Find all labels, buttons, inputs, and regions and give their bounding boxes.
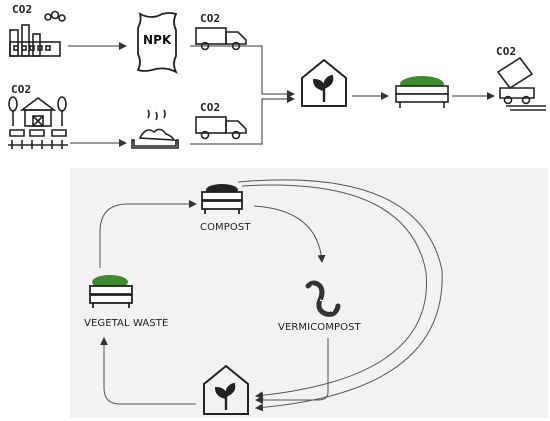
farm-icon — [8, 96, 68, 149]
co2-label-factory: CO2 — [12, 3, 33, 16]
compost-heap-icon — [131, 109, 179, 149]
greenhouse-icon — [301, 58, 347, 107]
vegetal-waste-label: VEGETAL WASTE — [84, 318, 169, 329]
co2-label-dump-truck: CO2 — [496, 45, 517, 58]
dump-truck-icon — [496, 56, 546, 111]
top-flow-arrows — [68, 42, 495, 147]
npk-label: NPK — [143, 33, 172, 47]
cycle-panel — [70, 168, 548, 418]
npk-sack-icon — [136, 12, 179, 75]
planter-crate-icon — [395, 76, 449, 108]
cycle-arrows — [99, 179, 443, 412]
co2-label-farm: CO2 — [11, 83, 32, 96]
worm-ribbing — [311, 284, 334, 313]
co2-label-truck-1: CO2 — [200, 12, 221, 25]
co2-label-truck-2: CO2 — [200, 101, 221, 114]
vermicompost-label: VERMICOMPOST — [278, 322, 361, 333]
factory-icon — [9, 10, 66, 57]
compost-label: COMPOST — [200, 222, 251, 233]
greenhouse-icon-2 — [203, 364, 249, 415]
compost-bin-icon — [201, 184, 243, 214]
vegetal-waste-crate-icon — [89, 275, 133, 308]
truck-icon-2 — [195, 116, 247, 140]
